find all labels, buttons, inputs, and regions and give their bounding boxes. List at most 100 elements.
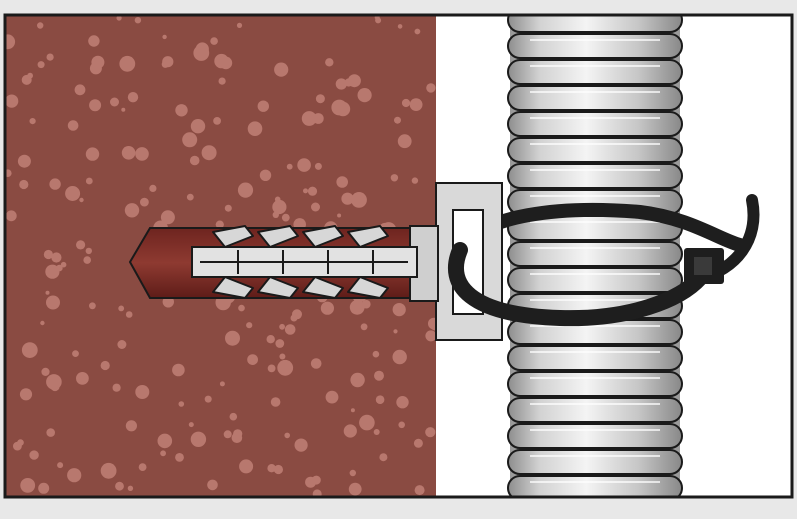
wall-speckle <box>397 134 412 149</box>
wall-speckle <box>375 395 385 405</box>
wall-speckle <box>360 323 368 331</box>
wall-speckle <box>67 120 79 131</box>
wall-speckle <box>76 372 89 385</box>
wall-speckle <box>284 324 296 335</box>
wall-speckle <box>347 74 361 88</box>
wall-speckle <box>273 464 283 475</box>
wall-speckle <box>89 302 96 310</box>
wall-speckle <box>218 77 226 85</box>
wall-speckle <box>303 188 308 194</box>
wall-speckle <box>257 100 269 112</box>
wall-speckle <box>374 370 384 381</box>
conduit-ring <box>507 16 683 33</box>
conduit-ring <box>507 267 683 293</box>
wall-speckle <box>115 481 124 491</box>
wall-speckle <box>348 482 362 496</box>
wall-speckle <box>225 330 240 346</box>
wall-speckle <box>359 414 375 431</box>
wall-speckle <box>118 305 125 312</box>
wall-speckle <box>195 42 209 56</box>
conduit-ring <box>507 371 683 397</box>
wall-speckle <box>51 252 62 263</box>
wall-speckle <box>112 383 121 392</box>
wall-speckle <box>270 397 281 407</box>
wall-speckle <box>297 158 311 172</box>
wall-speckle <box>247 121 263 136</box>
anchor-tooth-upper <box>347 225 389 248</box>
wall-speckle <box>182 132 198 148</box>
wall-speckle <box>281 213 290 222</box>
wall-speckle <box>6 210 17 222</box>
wall-speckle <box>210 37 218 45</box>
wall-speckle <box>88 35 100 47</box>
anchor-segments <box>237 250 374 274</box>
cable-tie-head-slot <box>694 257 712 275</box>
wall-speckle <box>45 290 50 295</box>
conduit-ring <box>507 59 683 85</box>
conduit-ring <box>507 345 683 371</box>
wall-speckle <box>307 186 318 196</box>
wall-speckle <box>116 16 122 21</box>
wall-speckle <box>27 72 33 79</box>
wall-speckle <box>201 145 217 161</box>
wall-speckle <box>266 335 275 344</box>
wall-speckle <box>350 372 365 388</box>
wall-speckle <box>100 462 117 479</box>
wall-speckle <box>335 78 347 90</box>
wall-speckle <box>312 489 322 496</box>
wall-speckle <box>259 169 272 181</box>
wall-speckle <box>426 83 436 93</box>
wall-speckle <box>401 98 411 108</box>
wall-speckle <box>20 478 36 493</box>
wall-speckle <box>267 464 276 473</box>
wall-speckle <box>127 485 134 491</box>
wall-speckle <box>238 304 245 312</box>
wall-speckle <box>65 186 81 201</box>
wall-speckle <box>138 463 147 471</box>
wall-speckle <box>67 468 82 483</box>
wall-speckle <box>162 56 174 68</box>
wall-speckle <box>46 53 54 61</box>
wall-speckle <box>121 146 136 160</box>
wall-speckle <box>89 99 102 112</box>
anchor-teeth <box>212 225 389 299</box>
wall-speckle <box>204 395 212 403</box>
conduit-ring <box>507 449 683 475</box>
wall-speckle <box>85 247 93 255</box>
wall-speckle <box>236 22 243 28</box>
wall-speckle <box>286 163 293 170</box>
cable-tie <box>448 194 760 327</box>
wall-speckle <box>224 204 232 212</box>
wall-speckle <box>267 364 276 373</box>
wall-speckle <box>310 358 322 369</box>
conduit-ring <box>507 85 683 111</box>
wall-speckle <box>343 424 357 438</box>
wall-speckle <box>172 363 185 377</box>
wall-speckle <box>357 88 372 103</box>
corrugated-conduit <box>507 16 683 496</box>
wall-speckle <box>190 119 206 134</box>
wall-speckle <box>178 401 185 407</box>
frame-border <box>3 13 794 499</box>
wall-speckle <box>350 408 355 413</box>
anchor-tooth-upper <box>302 225 344 248</box>
wall-speckle <box>157 433 173 449</box>
wall-speckle <box>414 28 421 35</box>
wall-speckle <box>6 94 19 108</box>
anchor-expansion-body <box>191 225 418 299</box>
wall-speckle <box>279 353 286 360</box>
wall-speckle <box>56 264 63 272</box>
wall-speckle <box>38 482 50 494</box>
wall-speckle <box>397 24 403 29</box>
wall-speckle <box>279 323 285 330</box>
wall-speckle <box>6 34 16 50</box>
wall-speckle <box>45 264 60 279</box>
wall-speckle <box>17 154 31 168</box>
wall-speckle <box>373 429 380 435</box>
wall-speckle <box>175 453 184 462</box>
wall-speckle <box>207 479 218 491</box>
wall-speckle <box>117 340 127 349</box>
wall-speckle <box>413 438 423 448</box>
conduit-ring <box>507 111 683 137</box>
